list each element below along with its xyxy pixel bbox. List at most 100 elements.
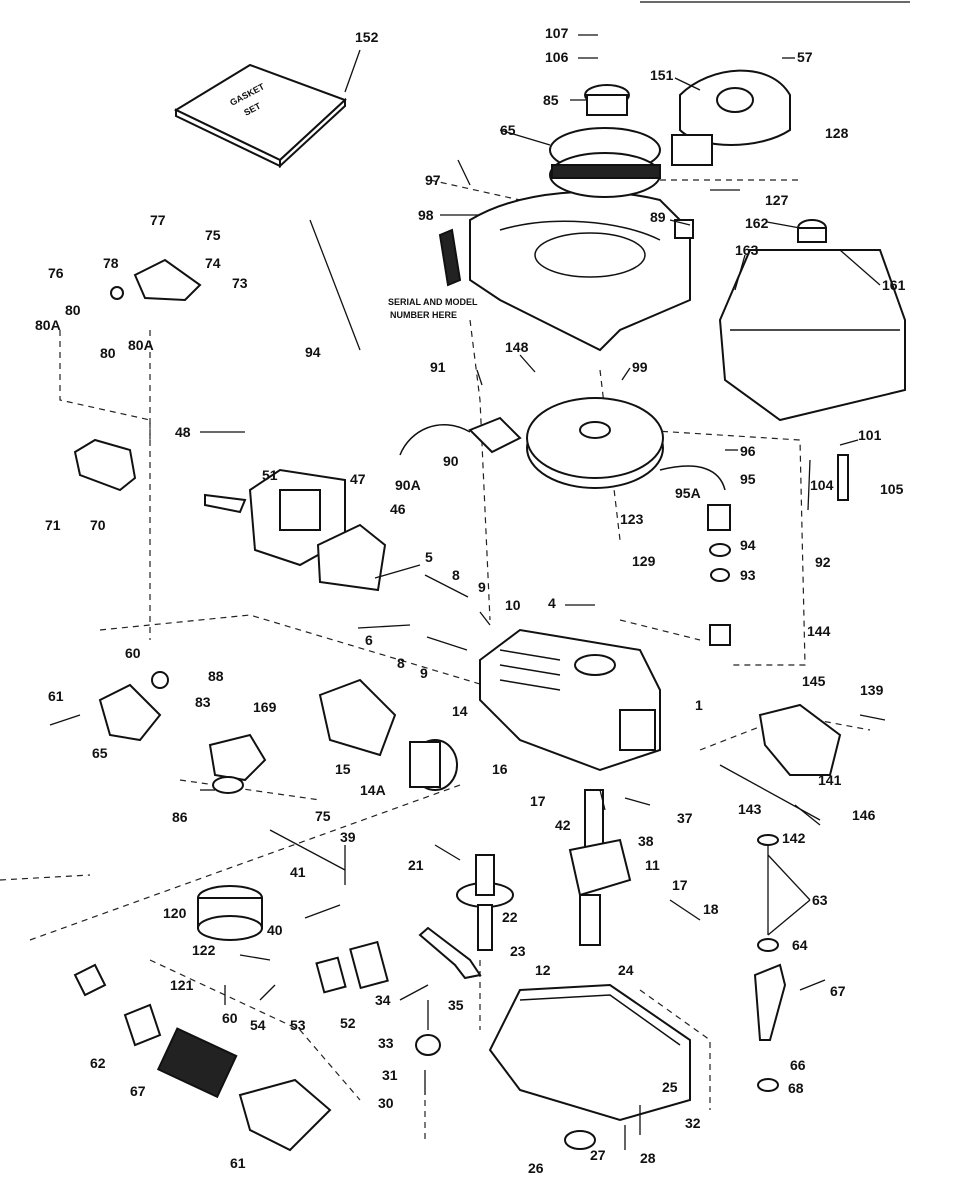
label-23: 23	[510, 943, 526, 959]
label-98: 98	[418, 207, 434, 223]
part-labels: 152 107 106 85 151 57 65 128 127 97 98 8…	[35, 25, 906, 1176]
ignition-coil	[399, 416, 522, 456]
label-162: 162	[745, 215, 769, 231]
label-63: 63	[812, 892, 828, 908]
label-66: 66	[790, 1057, 806, 1073]
label-32: 32	[685, 1115, 701, 1131]
connecting-rod	[418, 926, 482, 980]
control-bracket	[758, 703, 842, 776]
label-65-left: 65	[92, 745, 108, 761]
label-9-top: 9	[478, 579, 486, 595]
label-5: 5	[425, 549, 433, 565]
label-53: 53	[290, 1017, 306, 1033]
label-80-left: 80	[65, 302, 81, 318]
label-77: 77	[150, 212, 166, 228]
leader-lines	[49, 34, 886, 1150]
carburetor-gasket	[316, 523, 387, 592]
label-129: 129	[632, 553, 656, 569]
label-17-lower: 17	[672, 877, 688, 893]
label-169: 169	[253, 699, 277, 715]
label-47: 47	[350, 471, 366, 487]
label-1: 1	[695, 697, 703, 713]
label-4: 4	[548, 595, 556, 611]
intake-spacer	[315, 956, 347, 994]
label-107: 107	[545, 25, 569, 41]
label-123: 123	[620, 511, 644, 527]
label-57: 57	[797, 49, 813, 65]
label-62: 62	[90, 1055, 106, 1071]
label-24: 24	[618, 962, 634, 978]
flywheel	[526, 397, 664, 489]
label-42: 42	[555, 817, 571, 833]
label-34: 34	[375, 992, 391, 1008]
piston	[415, 1034, 441, 1056]
fuel-pump	[98, 671, 169, 742]
air-cleaner	[197, 885, 263, 941]
label-120: 120	[163, 905, 187, 921]
label-21: 21	[408, 857, 424, 873]
label-106: 106	[545, 49, 569, 65]
muffler	[318, 678, 458, 791]
label-139: 139	[860, 682, 884, 698]
label-26: 26	[528, 1160, 544, 1176]
label-16: 16	[492, 761, 508, 777]
carburetor	[204, 468, 346, 567]
gasket-set-envelope: GASKET SET	[173, 49, 361, 169]
label-142: 142	[782, 830, 806, 846]
label-152: 152	[355, 29, 379, 45]
label-61: 61	[48, 688, 64, 704]
label-15: 15	[335, 761, 351, 777]
engine-block	[479, 628, 661, 772]
label-67-left: 67	[130, 1083, 146, 1099]
label-89: 89	[650, 209, 666, 225]
label-70: 70	[90, 517, 106, 533]
label-86-left: 86	[172, 809, 188, 825]
fuel-tank	[718, 219, 906, 422]
label-144: 144	[807, 623, 831, 639]
air-filter-cover	[73, 438, 137, 492]
label-74: 74	[205, 255, 221, 271]
label-11: 11	[645, 857, 660, 873]
label-73: 73	[232, 275, 248, 291]
label-41: 41	[290, 864, 306, 880]
label-143: 143	[738, 801, 762, 817]
label-78: 78	[103, 255, 119, 271]
throttle-bracket	[110, 258, 202, 302]
label-25: 25	[662, 1079, 678, 1095]
label-94: 94	[740, 537, 756, 553]
label-60-upper: 60	[125, 645, 141, 661]
label-31: 31	[382, 1067, 398, 1083]
label-60-lower: 60	[222, 1010, 238, 1026]
air-filter-element	[73, 963, 332, 1152]
label-71: 71	[45, 517, 61, 533]
label-92: 92	[815, 554, 831, 570]
rotating-screen	[549, 84, 661, 198]
label-33: 33	[378, 1035, 394, 1051]
label-14: 14	[452, 703, 468, 719]
label-8-bottom: 8	[397, 655, 405, 671]
label-27: 27	[590, 1147, 606, 1163]
label-146: 146	[852, 807, 876, 823]
label-148: 148	[505, 339, 529, 355]
rewind-starter	[671, 69, 791, 239]
label-17-upper: 17	[530, 793, 546, 809]
serial-note-line1: SERIAL AND MODEL	[388, 297, 478, 307]
label-85: 85	[543, 92, 559, 108]
label-68: 68	[788, 1080, 804, 1096]
label-18: 18	[703, 901, 719, 917]
label-104: 104	[810, 477, 834, 493]
label-10: 10	[505, 597, 521, 613]
label-145: 145	[802, 673, 826, 689]
label-99: 99	[632, 359, 648, 375]
label-80-mid: 80	[100, 345, 116, 361]
label-151: 151	[650, 67, 674, 83]
label-127: 127	[765, 192, 789, 208]
label-90a: 90A	[395, 477, 421, 493]
label-67-right: 67	[830, 983, 846, 999]
label-97: 97	[425, 172, 441, 188]
label-128: 128	[825, 125, 849, 141]
label-48: 48	[175, 424, 191, 440]
label-8-top: 8	[452, 567, 460, 583]
label-122: 122	[192, 942, 216, 958]
label-93: 93	[740, 567, 756, 583]
